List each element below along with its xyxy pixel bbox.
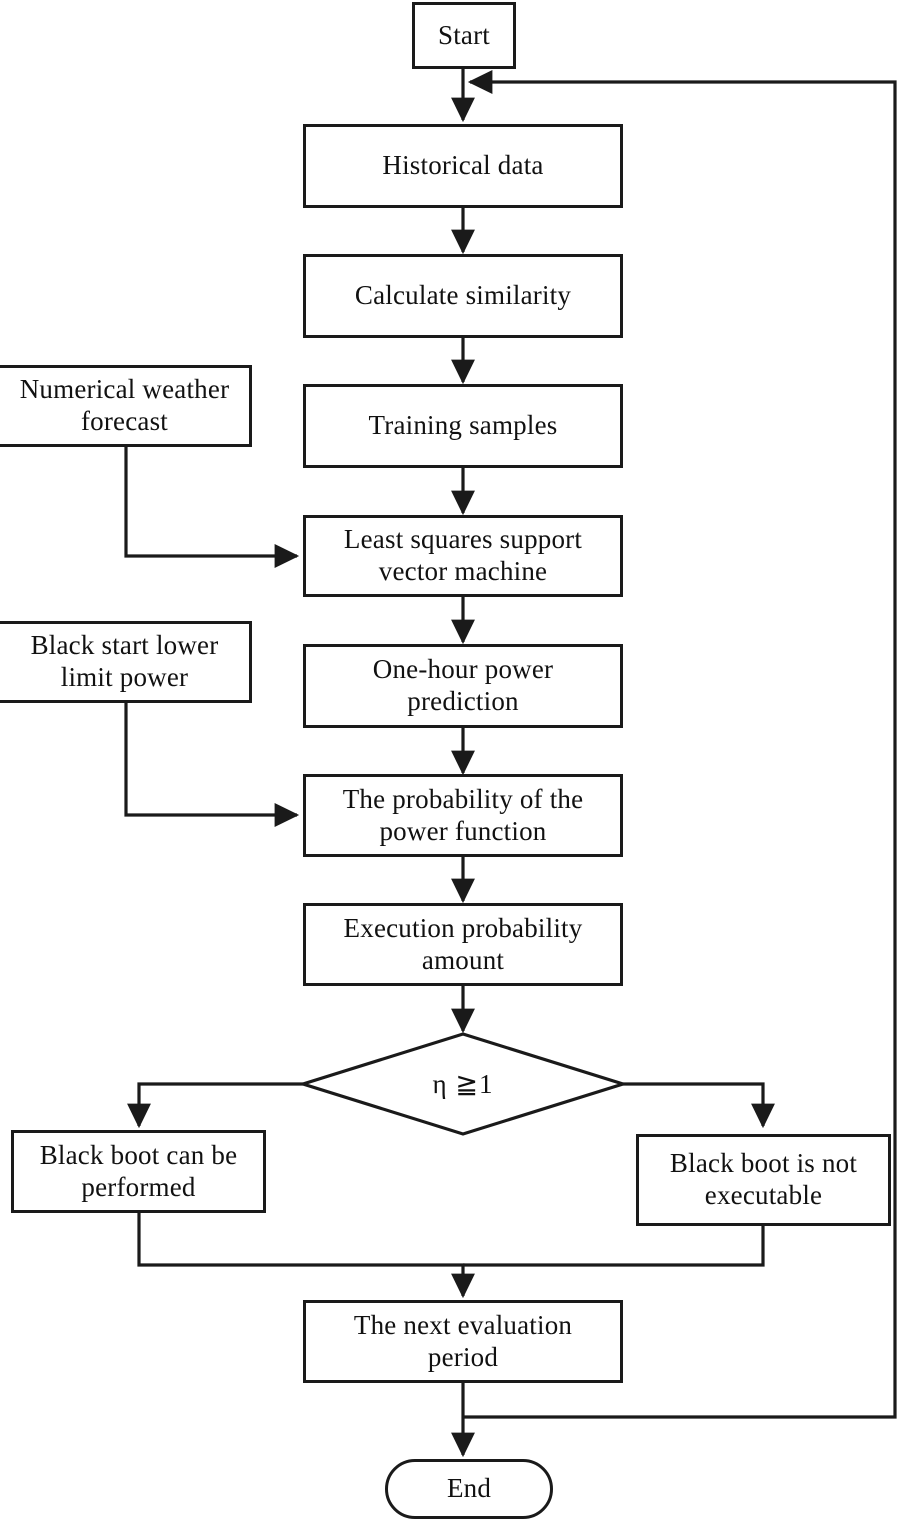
node-start-label: Start	[438, 19, 490, 50]
node-execution-probability-amount[interactable]: Execution probability amount	[303, 903, 623, 986]
node-black-boot-can-be-performed[interactable]: Black boot can be performed	[11, 1130, 266, 1213]
decision-diamond-shape	[297, 1032, 629, 1136]
node-next-evaluation-period[interactable]: The next evaluation period	[303, 1300, 623, 1383]
node-probability-of-power-function-label: The probability of the power function	[342, 783, 584, 846]
node-training-samples[interactable]: Training samples	[303, 384, 623, 468]
edge-performed-to-next-period	[137, 1213, 475, 1299]
node-historical-data[interactable]: Historical data	[303, 124, 623, 208]
edge-decision-to-not-executable	[623, 1082, 775, 1129]
node-one-hour-power-prediction-label: One-hour power prediction	[372, 654, 554, 716]
node-black-start-lower-limit-power-label: Black start lower limit power	[30, 630, 219, 692]
node-execution-probability-amount-label: Execution probability amount	[343, 912, 583, 975]
edge-decision-to-performed	[127, 1082, 303, 1129]
node-start[interactable]: Start	[412, 2, 516, 69]
node-black-boot-is-not-executable-label: Black boot is not executable	[669, 1148, 858, 1210]
node-black-boot-can-be-performed-label: Black boot can be performed	[39, 1139, 238, 1202]
node-next-evaluation-period-label: The next evaluation period	[353, 1309, 573, 1372]
node-probability-of-power-function[interactable]: The probability of the power function	[303, 774, 623, 857]
edge-blackstart-to-probability	[124, 703, 300, 827]
node-end[interactable]: End	[385, 1459, 553, 1519]
edge-nwf-to-lssvm	[124, 447, 300, 568]
node-least-squares-support-vector-machine[interactable]: Least squares support vector machine	[303, 515, 623, 597]
node-numerical-weather-forecast-label: Numerical weather forecast	[19, 374, 230, 436]
node-one-hour-power-prediction[interactable]: One-hour power prediction	[303, 644, 623, 728]
node-lssvm-label: Least squares support vector machine	[343, 524, 583, 586]
node-black-boot-is-not-executable[interactable]: Black boot is not executable	[636, 1134, 891, 1226]
node-black-start-lower-limit-power[interactable]: Black start lower limit power	[0, 621, 252, 703]
node-numerical-weather-forecast[interactable]: Numerical weather forecast	[0, 365, 252, 447]
node-calculate-similarity[interactable]: Calculate similarity	[303, 254, 623, 338]
node-training-samples-label: Training samples	[368, 410, 558, 441]
edge-feedback-loop	[463, 70, 897, 1419]
node-end-label: End	[446, 1473, 492, 1504]
edge-not-executable-to-next-period	[463, 1226, 765, 1267]
node-historical-data-label: Historical data	[382, 150, 544, 181]
node-calculate-similarity-label: Calculate similarity	[354, 280, 572, 311]
